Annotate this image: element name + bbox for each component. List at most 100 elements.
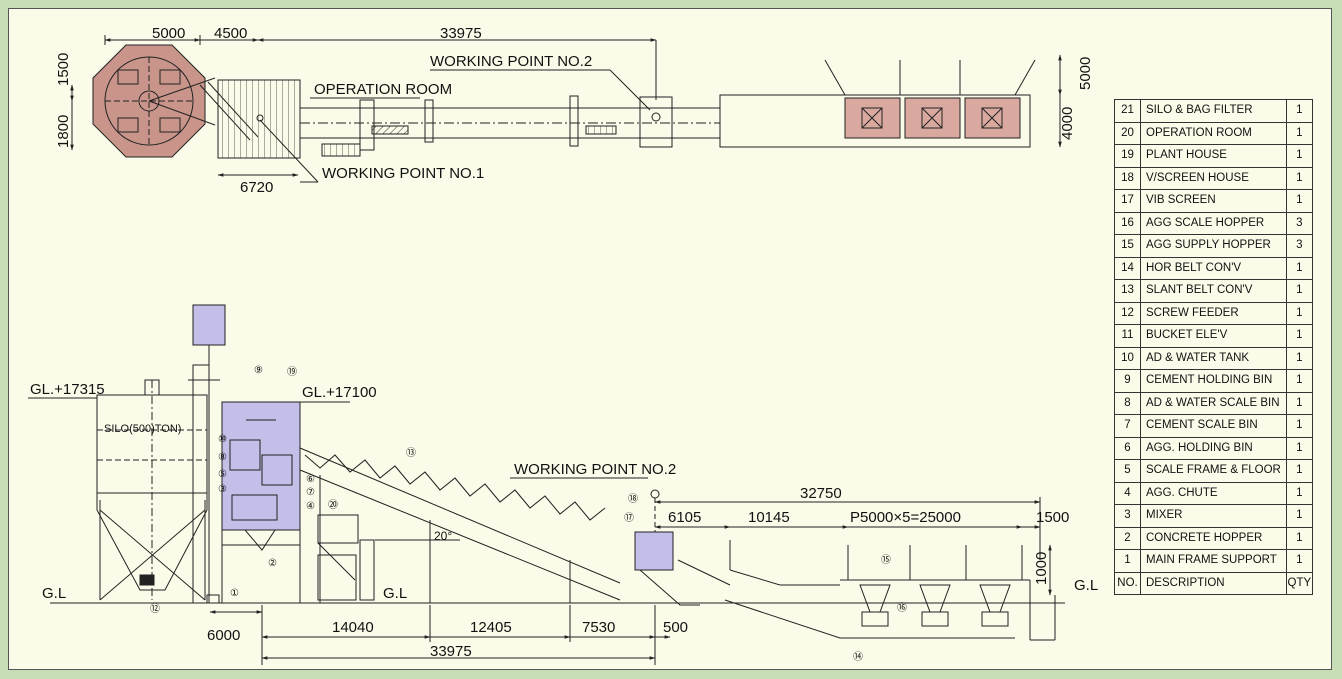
cell-no: 12 xyxy=(1114,301,1141,325)
callout-10: ⑩ xyxy=(218,434,227,445)
callout-12: ⑫ xyxy=(150,603,160,615)
cell-qty: 1 xyxy=(1285,256,1313,280)
cell-description: CONCRETE HOPPER xyxy=(1140,526,1287,550)
callout-7: ⑦ xyxy=(306,487,315,498)
label-gl-right: G.L xyxy=(1074,577,1098,594)
callout-20: ⑳ xyxy=(328,499,338,511)
cell-qty: 3 xyxy=(1285,211,1313,235)
dim-12405: 12405 xyxy=(470,619,512,636)
bag-filter xyxy=(192,304,226,346)
dim-10145: 10145 xyxy=(748,509,790,526)
label-gl-17315: GL.+17315 xyxy=(30,381,105,398)
callout-8: ⑧ xyxy=(218,452,227,463)
cell-description: SCREW FEEDER xyxy=(1140,301,1287,325)
cell-description: PLANT HOUSE xyxy=(1140,144,1287,168)
elevation-text: GL.+17315 GL.+17100 SILO(500)TON) WORKIN… xyxy=(30,381,1098,660)
cell-qty: 1 xyxy=(1285,436,1313,460)
cell-qty: 1 xyxy=(1285,189,1313,213)
dim-6000: 6000 xyxy=(207,627,240,644)
dim-500: 500 xyxy=(663,619,688,636)
dim-7530: 7530 xyxy=(582,619,615,636)
cell-no: 21 xyxy=(1114,99,1141,123)
cell-description: AGG. HOLDING BIN xyxy=(1140,436,1287,460)
dim-1500-elev: 1500 xyxy=(1036,509,1069,526)
cell-no: 11 xyxy=(1114,324,1141,348)
cell-no: 6 xyxy=(1114,436,1141,460)
agg-supply-hoppers xyxy=(859,584,1011,627)
cell-qty: 1 xyxy=(1285,481,1313,505)
dim-plan-4000: 4000 xyxy=(1059,107,1076,140)
parts-table-header-row: NO. DESCRIPTION QTY xyxy=(1114,571,1313,595)
cell-no: 1 xyxy=(1114,549,1141,573)
cell-description: SCALE FRAME & FLOOR xyxy=(1140,459,1287,483)
plan-view xyxy=(70,35,1062,183)
cell-qty: 1 xyxy=(1285,346,1313,370)
callout-2: ② xyxy=(268,558,277,569)
cell-qty: 1 xyxy=(1285,549,1313,573)
label-working-point-2-plan: WORKING POINT NO.2 xyxy=(430,53,592,70)
cell-no: 17 xyxy=(1114,189,1141,213)
cell-no: 3 xyxy=(1114,504,1141,528)
dim-plan-4500: 4500 xyxy=(214,25,247,42)
dim-1000: 1000 xyxy=(1033,552,1050,585)
label-gl-left: G.L xyxy=(42,585,66,602)
dim-14040: 14040 xyxy=(332,619,374,636)
callout-19: ⑲ xyxy=(287,366,297,378)
elevation-view xyxy=(28,304,1065,665)
plant-house-plan xyxy=(217,79,301,159)
callout-3: ③ xyxy=(218,484,227,495)
dim-plan-1500: 1500 xyxy=(55,53,72,86)
header-description: DESCRIPTION xyxy=(1140,571,1287,595)
cell-qty: 1 xyxy=(1285,324,1313,348)
callout-16: ⑯ xyxy=(897,602,907,614)
callout-13: ⑬ xyxy=(406,447,416,459)
callout-18: ⑱ xyxy=(628,493,638,505)
cell-description: OPERATION ROOM xyxy=(1140,121,1287,145)
dim-33975-elev: 33975 xyxy=(430,643,472,660)
dim-6105: 6105 xyxy=(668,509,701,526)
callout-17: ⑰ xyxy=(624,512,634,524)
cell-no: 10 xyxy=(1114,346,1141,370)
cell-description: CEMENT HOLDING BIN xyxy=(1140,369,1287,393)
cell-qty: 1 xyxy=(1285,414,1313,438)
cell-description: SILO & BAG FILTER xyxy=(1140,99,1287,123)
cell-qty: 1 xyxy=(1285,121,1313,145)
cell-description: AGG SCALE HOPPER xyxy=(1140,211,1287,235)
plan-text: 5000 4500 33975 1500 1800 6720 5000 4000… xyxy=(55,25,1094,196)
header-qty: QTY xyxy=(1285,571,1313,595)
dim-plan-33975: 33975 xyxy=(440,25,482,42)
screen-house xyxy=(634,531,674,571)
callout-14: ⑭ xyxy=(853,651,863,663)
callout-1: ① xyxy=(230,588,239,599)
cell-no: 8 xyxy=(1114,391,1141,415)
header-no: NO. xyxy=(1114,571,1141,595)
cell-no: 19 xyxy=(1114,144,1141,168)
cell-no: 18 xyxy=(1114,166,1141,190)
callouts: ① ② ③ ④ ⑤ ⑥ ⑦ ⑧ ⑨ ⑩ ⑫ ⑬ ⑭ ⑮ ⑯ ⑰ ⑱ ⑲ ⑳ xyxy=(150,365,907,663)
cell-no: 5 xyxy=(1114,459,1141,483)
cell-qty: 1 xyxy=(1285,459,1313,483)
cell-qty: 1 xyxy=(1285,526,1313,550)
cell-description: AGG SUPPLY HOPPER xyxy=(1140,234,1287,258)
callout-9: ⑨ xyxy=(254,365,263,376)
cell-description: MAIN FRAME SUPPORT xyxy=(1140,549,1287,573)
cell-no: 4 xyxy=(1114,481,1141,505)
callout-4: ④ xyxy=(306,501,315,512)
